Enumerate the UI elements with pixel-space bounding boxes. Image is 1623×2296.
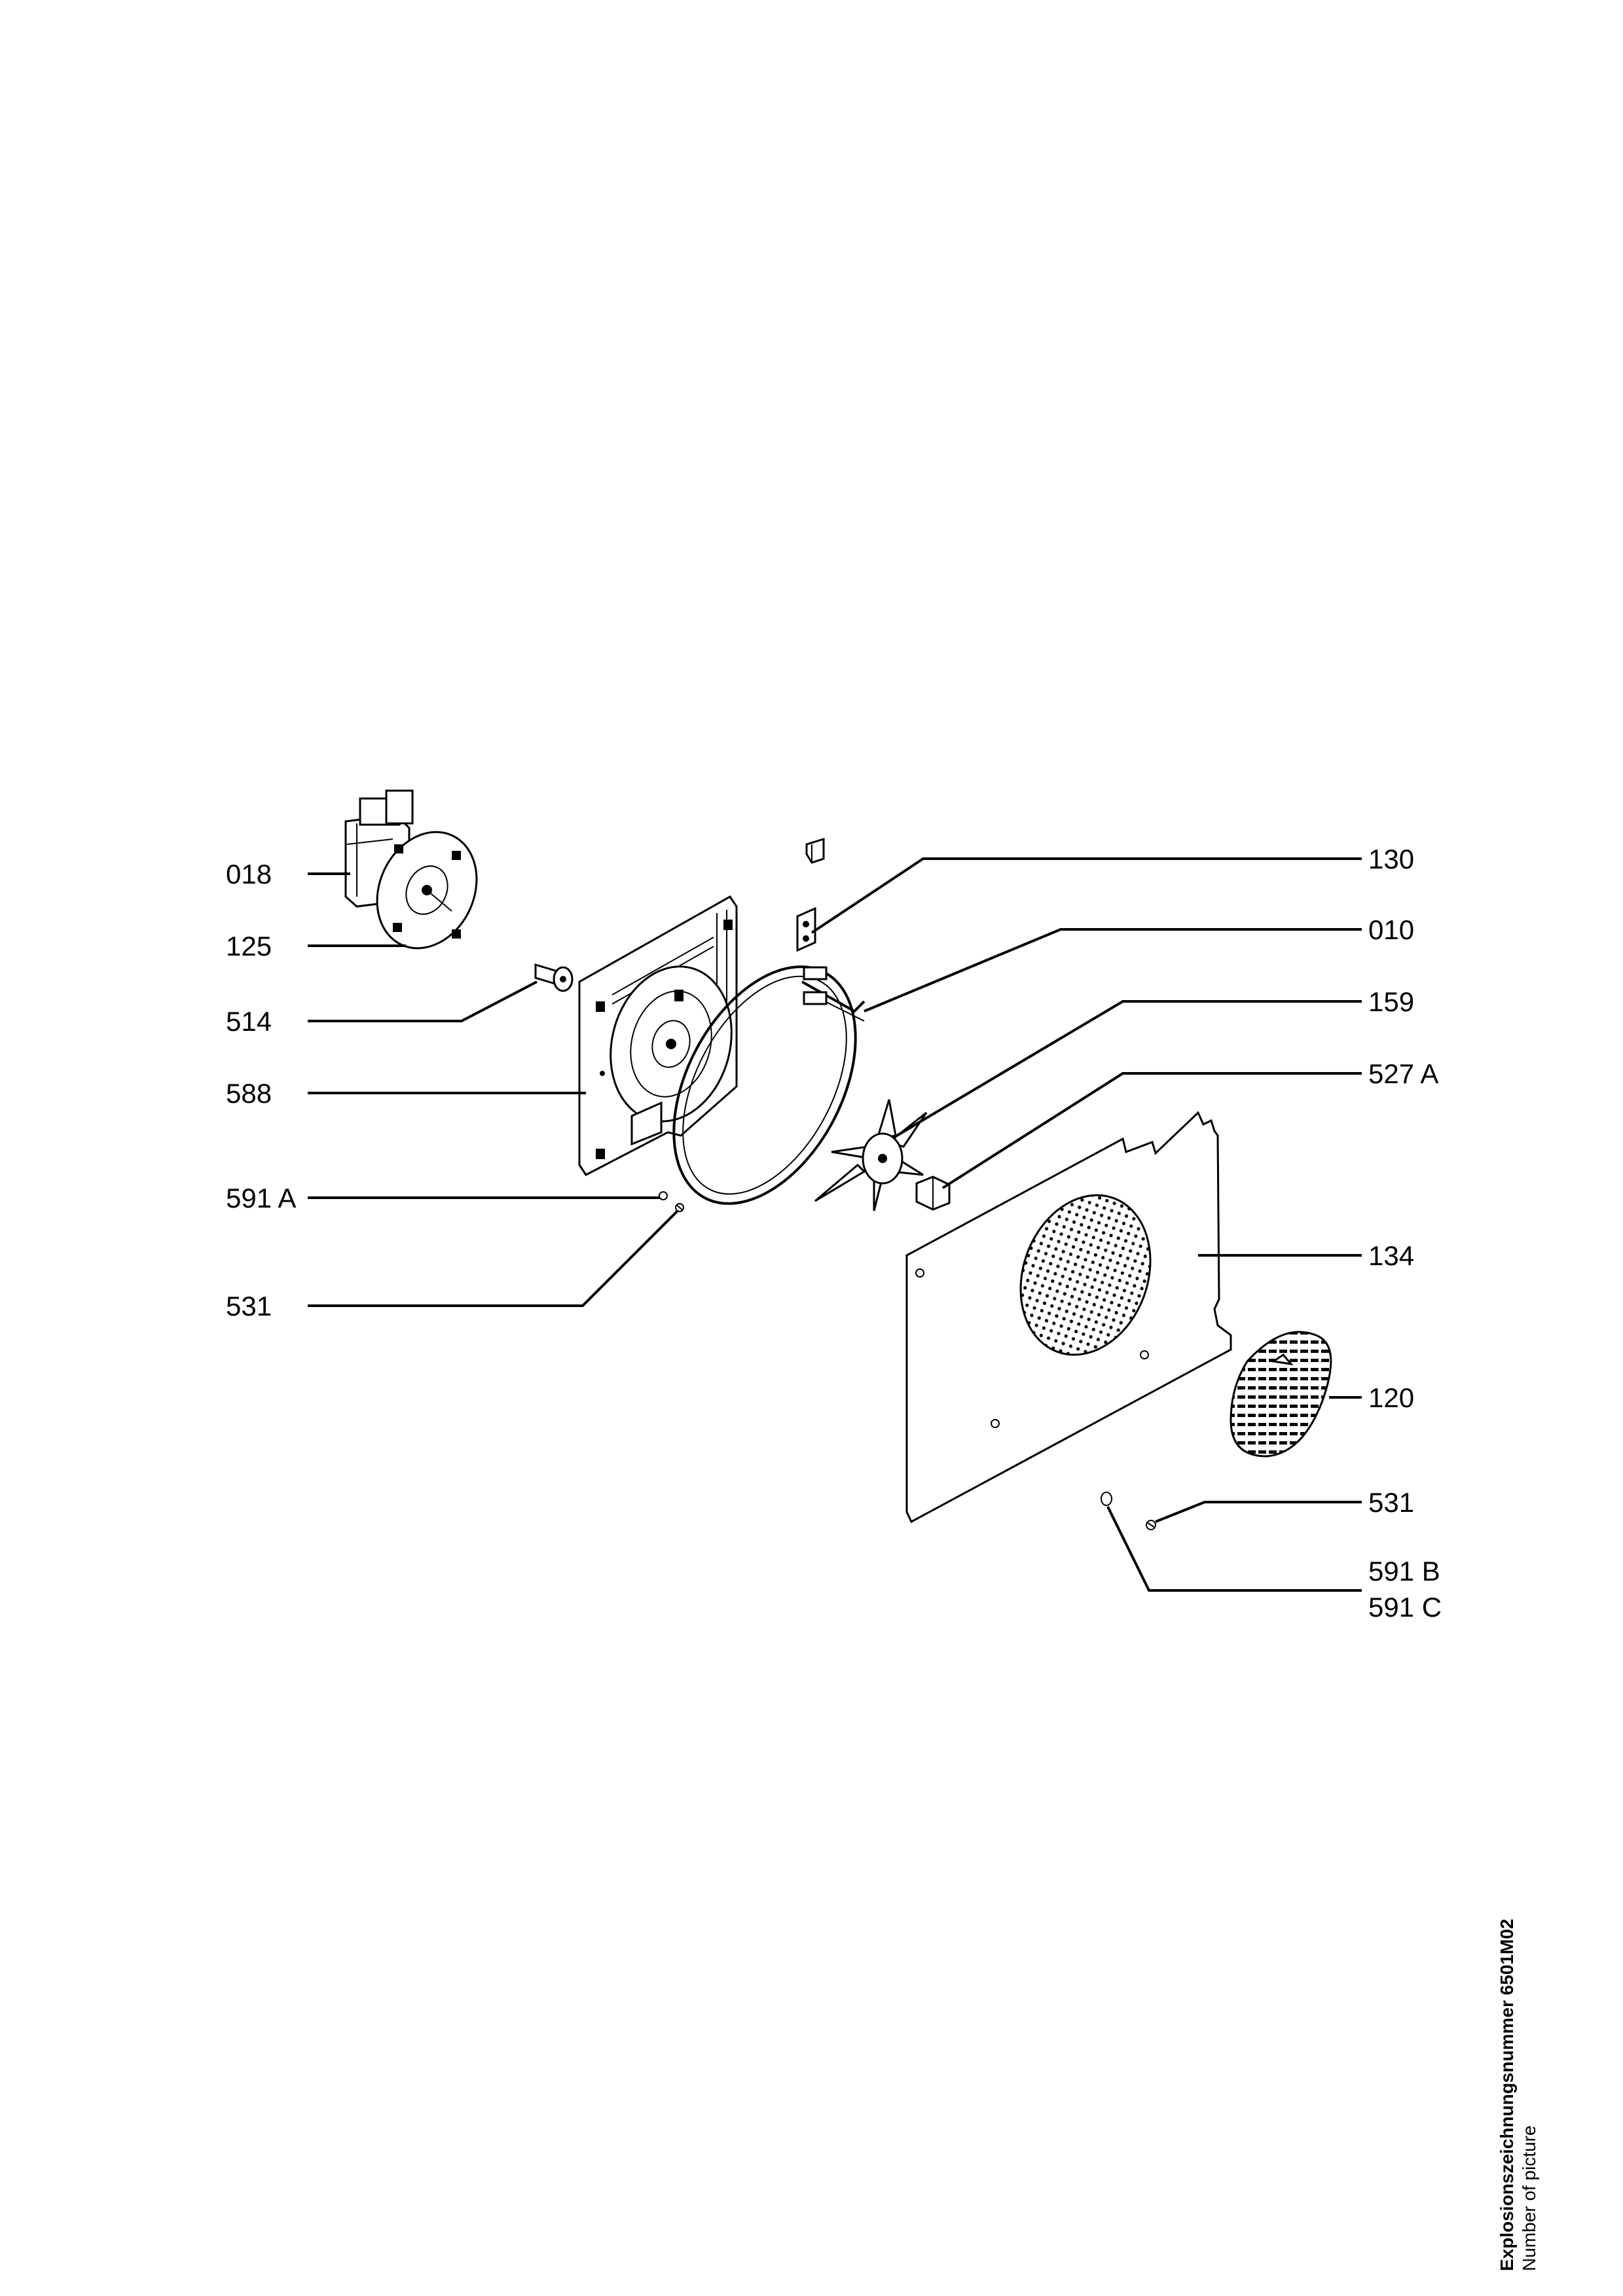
label-159: 159 xyxy=(1368,986,1414,1017)
motor-flange-part xyxy=(376,831,478,950)
label-591b: 591 B xyxy=(1368,1556,1440,1587)
drawing-number: Explosionszeichnungsnummer 6501M02 xyxy=(1497,1918,1517,2271)
fan-impeller-part xyxy=(814,1099,928,1211)
label-527a: 527 A xyxy=(1368,1058,1438,1089)
label-514: 514 xyxy=(226,1006,272,1037)
heating-element-part xyxy=(672,965,866,1205)
leader-527a xyxy=(941,1072,1362,1189)
label-591c: 591 C xyxy=(1368,1592,1442,1623)
leader-159 xyxy=(896,1000,1362,1137)
leader-010 xyxy=(864,928,1362,1013)
washer-591b-part xyxy=(1101,1492,1112,1506)
drawing-number-subtitle: Number of picture xyxy=(1519,2125,1539,2271)
label-120: 120 xyxy=(1368,1382,1414,1413)
back-panel-part xyxy=(578,895,738,1176)
leader-514 xyxy=(308,980,538,1022)
fan-cover-panel-part xyxy=(905,1111,1232,1524)
leader-531-right xyxy=(1155,1501,1362,1523)
screw-531-left-part xyxy=(675,1203,684,1212)
leader-130 xyxy=(811,857,1362,934)
leader-591b xyxy=(1106,1506,1362,1592)
washer-591a-part xyxy=(659,1191,668,1200)
screw-531-right-part xyxy=(1146,1520,1156,1530)
part-labels: 018 125 514 588 591 A 531 130 010 159 52… xyxy=(226,844,1442,1623)
label-591a: 591 A xyxy=(226,1183,296,1213)
grille-part xyxy=(1230,1331,1332,1458)
label-134: 134 xyxy=(1368,1240,1414,1271)
leader-531-left xyxy=(308,1210,679,1307)
bracket-plate-part xyxy=(796,837,825,952)
label-125: 125 xyxy=(226,931,272,961)
label-531-left: 531 xyxy=(226,1291,272,1321)
drawing-number-caption: Explosionszeichnungsnummer 6501M02 Numbe… xyxy=(1496,1919,1541,2271)
label-130: 130 xyxy=(1368,844,1414,874)
fan-motor-part xyxy=(344,789,414,908)
label-010: 010 xyxy=(1368,914,1414,945)
label-531-right: 531 xyxy=(1368,1487,1414,1518)
fan-nut-part xyxy=(915,1175,951,1211)
label-018: 018 xyxy=(226,859,272,889)
spacer-part xyxy=(534,963,574,992)
leader-lines xyxy=(308,857,1362,1592)
label-588: 588 xyxy=(226,1078,272,1109)
